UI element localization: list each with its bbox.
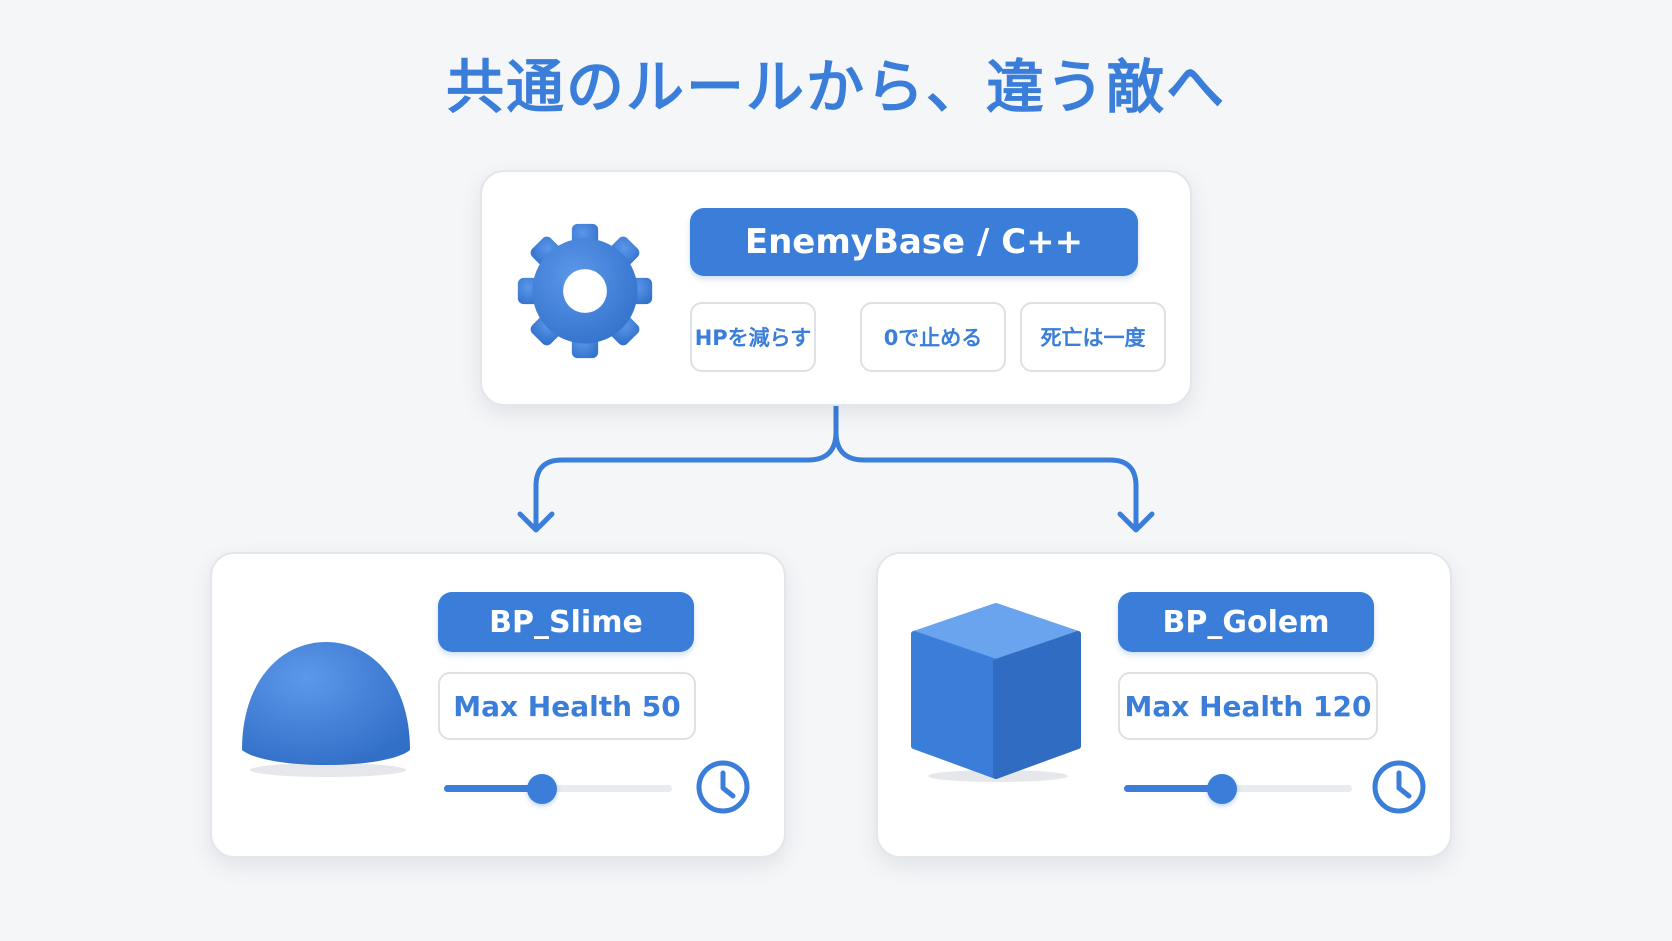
slider-track [1124,785,1352,792]
rule-chip-stop-at-zero: 0で止める [860,302,1006,372]
golem-card: BP_Golem Max Health 120 [876,552,1452,858]
slime-max-health-field[interactable]: Max Health 50 [438,672,696,740]
golem-max-health-field[interactable]: Max Health 120 [1118,672,1378,740]
gear-icon [517,223,653,359]
slime-dome-icon [242,642,410,777]
page-title: 共通のルールから、違う敵へ [445,53,1226,121]
clock-icon[interactable] [1370,758,1428,816]
slime-slider[interactable] [444,774,672,804]
rule-chip-die-once: 死亡は一度 [1020,302,1166,372]
rule-chip-reduce-hp: HPを減らす [690,302,816,372]
enemy-base-card: EnemyBase / C++ HPを減らす 0で止める 死亡は一度 [480,170,1192,406]
arrowhead-left-icon [517,511,555,533]
enemy-base-label: EnemyBase / C++ [690,208,1138,276]
clock-icon[interactable] [694,758,752,816]
connector-trunk [533,401,839,531]
slider-thumb[interactable] [1207,774,1238,804]
slime-card: BP_Slime Max Health 50 [210,552,786,858]
golem-cube-icon [911,603,1081,782]
slider-fill [1124,785,1223,792]
golem-slider[interactable] [1124,774,1352,804]
slime-label: BP_Slime [438,592,694,652]
connector-branch-right [833,429,1139,531]
slider-fill [444,785,543,792]
slider-thumb[interactable] [527,774,558,804]
slider-track [444,785,672,792]
arrowhead-right-icon [1117,511,1155,533]
golem-label: BP_Golem [1118,592,1374,652]
